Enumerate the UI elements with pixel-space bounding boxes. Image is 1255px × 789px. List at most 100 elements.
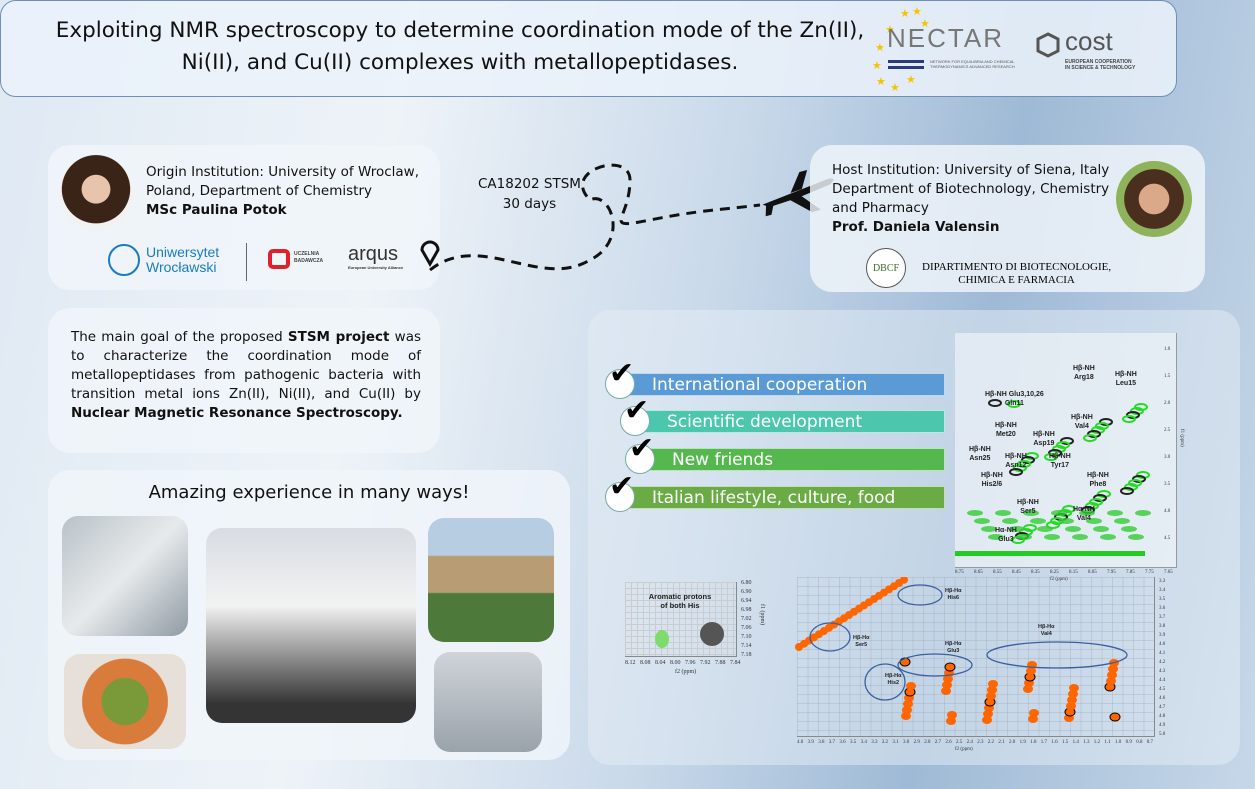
x-tick: 8.25 xyxy=(1050,570,1059,575)
peak-label: Hα-NH Val4 xyxy=(1073,506,1095,522)
airplane-icon xyxy=(762,169,834,217)
x-tick: 1.0 xyxy=(1115,740,1122,745)
x-tick: 8.65 xyxy=(974,570,983,575)
y-tick: 3.9 xyxy=(1159,633,1166,638)
nmr-peak xyxy=(1056,441,1070,449)
nmr-peak xyxy=(1134,403,1148,411)
nmr-peak xyxy=(1124,483,1138,491)
peak-label: Hβ-Hα Val4 xyxy=(1038,624,1055,637)
title-banner: Exploiting NMR spectroscopy to determine… xyxy=(0,0,1177,97)
x-tick: 3.6 xyxy=(839,740,846,745)
host-name: Prof. Daniela Valensin xyxy=(832,219,1000,235)
x-tick: 8.05 xyxy=(1088,570,1097,575)
benefit-item: New friends xyxy=(635,448,945,471)
peak-label: Hβ-NH Glu3,10,26 Gln11 xyxy=(985,391,1044,407)
y-tick: 4.4 xyxy=(1159,678,1166,683)
y-axis-label: f1 (ppm) xyxy=(1179,429,1184,447)
benefit-item: Italian lifestyle, culture, food xyxy=(615,486,945,509)
x-tick: 7.96 xyxy=(685,660,696,666)
nmr-peak xyxy=(1062,505,1076,513)
nmr-peak xyxy=(906,682,916,690)
nmr-peak xyxy=(941,687,951,695)
nmr-peak xyxy=(1109,712,1121,722)
x-tick: 3.3 xyxy=(871,740,878,745)
x-tick: 1.1 xyxy=(1104,740,1111,745)
x-tick: 3.7 xyxy=(828,740,836,745)
nmr-peak xyxy=(1085,502,1099,510)
x-tick: 2.7 xyxy=(934,740,942,745)
nmr-peak xyxy=(1107,671,1117,679)
x-tick: 1.6 xyxy=(1051,740,1058,745)
peak-label: Hβ-NH Phe8 xyxy=(1087,472,1109,488)
x-tick: 8.35 xyxy=(1031,570,1040,575)
nmr-peak xyxy=(967,510,983,516)
y-tick: 3.6 xyxy=(1159,606,1166,611)
host-panel: Host Institution: University of Siena, I… xyxy=(810,145,1205,292)
peak-label: Hβ-NH Asn12 xyxy=(1005,453,1027,469)
nmr-peak xyxy=(1126,411,1140,419)
peak-label: Hβ-NH Ser5 xyxy=(1017,499,1039,515)
photo-group xyxy=(206,528,416,723)
nmr-peak xyxy=(1093,526,1109,532)
y-tick: 7.14 xyxy=(741,643,752,649)
nmr-peak xyxy=(1121,526,1137,532)
nectar-logo: ★★★ ★★★ ★★★ NECTAR NETWORK FOR EQUILIBRI… xyxy=(870,3,1030,93)
nmr-peak xyxy=(1058,518,1074,524)
y-tick: 4.5 xyxy=(1164,536,1171,541)
flight-path xyxy=(420,163,834,272)
x-tick: 1.2 xyxy=(1093,740,1101,745)
nmr-peak xyxy=(1065,526,1081,532)
x-tick: 8.45 xyxy=(1012,570,1021,575)
nmr-peak xyxy=(1066,702,1076,710)
checkmark-icon: ✔ xyxy=(629,431,655,466)
x-tick: 2.9 xyxy=(913,740,920,745)
x-tick: 7.95 xyxy=(1107,570,1116,575)
nmr-peak xyxy=(1108,665,1118,673)
y-tick: 4.0 xyxy=(1164,509,1171,514)
nmr-peak xyxy=(944,662,956,672)
x-tick: 2.1 xyxy=(998,740,1005,745)
x-tick: 1.7 xyxy=(1040,740,1048,745)
nmr-peak xyxy=(1091,426,1105,434)
y-tick: 4.7 xyxy=(1159,705,1166,710)
origin-name: MSc Paulina Potok xyxy=(146,202,287,218)
svg-text:★: ★ xyxy=(912,5,922,18)
x-tick: 2.5 xyxy=(956,740,963,745)
nmr-peak xyxy=(1128,479,1142,487)
peak-label: Hβ-NH Leu15 xyxy=(1115,371,1137,387)
x-tick: 0.7 xyxy=(1146,740,1154,745)
nmr-peak xyxy=(1120,487,1134,495)
avatar-paulina xyxy=(58,155,134,231)
svg-text:★: ★ xyxy=(890,81,900,93)
x-tick: 2.4 xyxy=(966,740,973,745)
nmr-peak xyxy=(995,510,1011,516)
y-tick: 6.80 xyxy=(741,580,752,586)
y-tick: 1.0 xyxy=(1164,347,1171,352)
svg-text:★: ★ xyxy=(885,23,895,36)
highlight-ellipse xyxy=(864,663,906,701)
poster-title: Exploiting NMR spectroscopy to determine… xyxy=(55,18,865,75)
nmr-peak xyxy=(1128,534,1144,540)
y-tick: 3.5 xyxy=(1159,597,1166,602)
x-tick: 3.4 xyxy=(860,740,867,745)
nmr-peak xyxy=(942,681,952,689)
eu-stars-icon: ★★★ ★★★ ★★★ xyxy=(872,5,930,93)
x-tick: 8.55 xyxy=(993,570,1002,575)
nmr-peak xyxy=(1044,453,1058,461)
peak-label: Hα-NH Glu3 xyxy=(995,527,1017,543)
black-peak xyxy=(700,622,724,646)
nmr-peak xyxy=(1051,510,1067,516)
x-tick: 1.4 xyxy=(1072,740,1079,745)
highlight-ellipse xyxy=(809,622,851,652)
nmr-peak xyxy=(900,577,908,584)
photo-colosseum xyxy=(428,518,554,642)
peak-label: Hβ-Hα Ser5 xyxy=(853,635,870,648)
x-tick: 3.0 xyxy=(903,740,910,745)
nmr-peak xyxy=(1029,709,1039,717)
y-tick: 3.4 xyxy=(1159,588,1166,593)
y-tick: 4.0 xyxy=(1159,642,1166,647)
nmr-peak xyxy=(1002,518,1018,524)
